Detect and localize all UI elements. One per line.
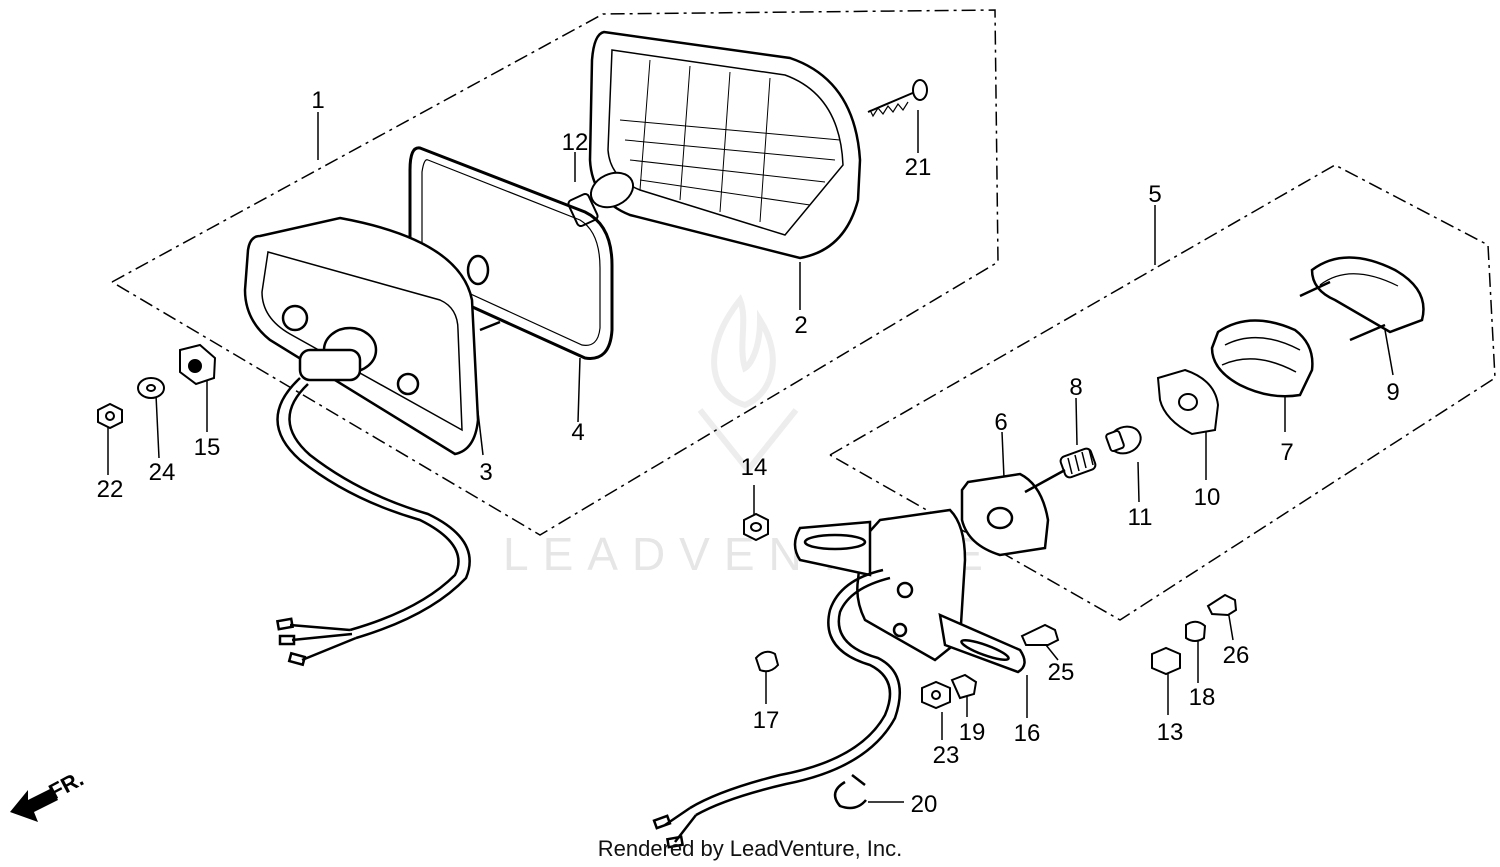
bolt-25 [1020,623,1060,646]
washer-24 [137,377,165,399]
assembly-boundary-1 [111,9,999,536]
bulb-11 [1105,425,1142,455]
callout-labels: 1 2 3 4 5 6 7 8 9 10 11 12 13 14 15 16 1… [97,87,1400,818]
cap-17 [754,650,780,673]
nut-22 [97,402,123,430]
assembly-boundary-5 [829,164,1496,621]
screw-21 [867,79,928,118]
lens-cover [588,30,862,260]
callout-25: 25 [1048,659,1075,686]
callout-8: 8 [1069,374,1082,401]
clamp-20 [833,774,867,810]
callout-21: 21 [905,154,932,181]
lamp-housing [243,216,501,456]
callout-6: 6 [994,409,1007,436]
plate-10 [1156,368,1220,436]
callout-24: 24 [149,459,176,486]
callout-18: 18 [1189,684,1216,711]
gasket-4 [408,146,614,360]
callout-20: 20 [911,791,938,818]
grommet-14 [743,512,769,542]
nut-23 [921,680,951,710]
watermark-logo [697,294,799,475]
front-direction-arrow: FR. [10,766,88,822]
cap-9 [1299,256,1425,342]
callout-17: 17 [753,707,780,734]
render-credit: Rendered by LeadVenture, Inc. [597,836,903,861]
collar-18 [1185,620,1207,642]
callout-2: 2 [794,312,807,339]
callout-9: 9 [1386,379,1399,406]
harness-5 [652,568,902,849]
callout-4: 4 [571,419,584,446]
nut-13 [1151,646,1181,676]
callout-7: 7 [1280,439,1293,466]
grommet-15 [179,343,217,386]
washer-19 [950,673,978,700]
socket-cover-7 [1210,319,1314,398]
callout-12: 12 [562,129,589,156]
callout-26: 26 [1223,642,1250,669]
bracket-16 [793,508,1026,674]
callout-3: 3 [479,459,492,486]
light-body-6 [960,468,1066,557]
callout-22: 22 [97,476,124,503]
bolt-26 [1206,593,1238,617]
harness-1 [275,377,471,667]
callout-15: 15 [194,434,221,461]
callout-11: 11 [1128,504,1153,531]
callout-14: 14 [741,454,768,481]
callout-5: 5 [1148,181,1161,208]
spring-8 [1059,447,1097,479]
callout-16: 16 [1014,720,1041,747]
callout-10: 10 [1194,484,1221,511]
callout-23: 23 [933,742,960,769]
callout-19: 19 [959,719,986,746]
callout-1: 1 [311,87,324,114]
callout-13: 13 [1157,719,1184,746]
